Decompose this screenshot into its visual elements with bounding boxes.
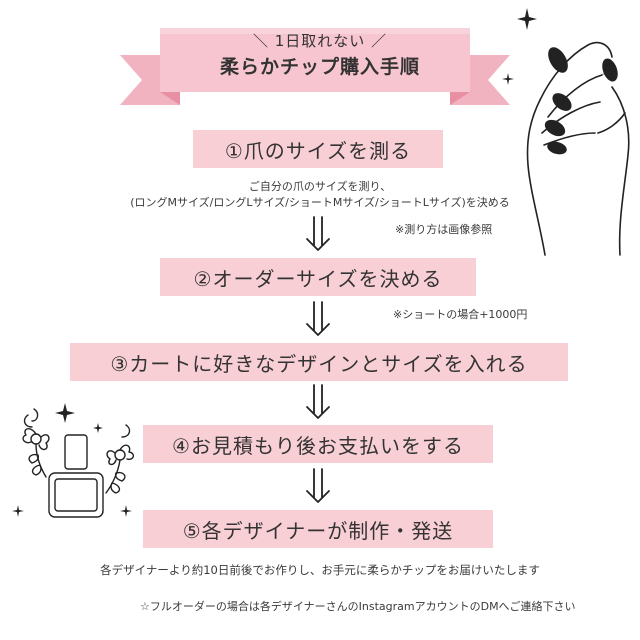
measure-reference-note: ※測り方は画像参照 (395, 223, 493, 236)
step-2-box: ②オーダーサイズを決める (160, 258, 476, 296)
banner-title: 柔らかチップ購入手順 (219, 56, 420, 78)
step-5-box: ⑤各デザイナーが制作・発送 (143, 510, 493, 548)
step-1-box: ①爪のサイズを測る (193, 130, 443, 168)
step-3-box: ③カートに好きなデザインとサイズを入れる (70, 343, 568, 381)
step-4-box: ④お見積もり後お支払いをする (143, 425, 493, 463)
banner-subtitle: ＼ 1日取れない ／ (252, 32, 388, 50)
short-size-extra-fee-note: ※ショートの場合+1000円 (393, 308, 528, 321)
step-4-label: ④お見積もり後お支払いをする (172, 433, 464, 458)
step-5-label: ⑤各デザイナーが制作・発送 (182, 518, 454, 543)
down-arrow-icon (306, 384, 330, 419)
down-arrow-icon (306, 216, 330, 251)
nail-polish-bottle-illustration (12, 403, 134, 518)
down-arrow-icon (306, 301, 330, 336)
step-1-description-line2: (ロングMサイズ/ロングLサイズ/ショートMサイズ/ショートLサイズ)を決める (130, 196, 510, 209)
step-5-description: 各デザイナーより約10日前後でお作りし、お手元に柔らかチップをお届けいたします (100, 563, 540, 577)
step-3-label: ③カートに好きなデザインとサイズを入れる (110, 351, 528, 376)
step-2-label: ②オーダーサイズを決める (193, 266, 443, 291)
down-arrow-icon (306, 468, 330, 503)
hand-with-nails-illustration (502, 8, 630, 256)
step-1-label: ①爪のサイズを測る (224, 138, 412, 163)
step-1-description-line1: ご自分の爪のサイズを測り、 (248, 180, 392, 193)
full-order-footer-note: ☆フルオーダーの場合は各デザイナーさんのInstagramアカウントのDMへご連… (140, 600, 576, 613)
ribbon-banner (120, 28, 510, 105)
